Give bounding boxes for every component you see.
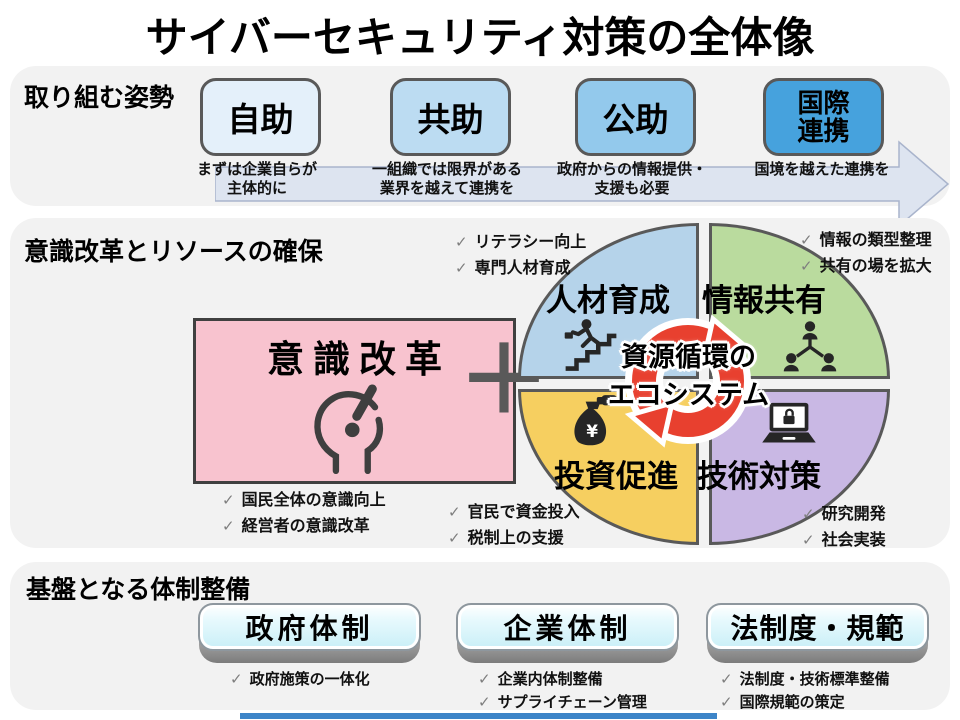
check-icon: ✓	[800, 232, 813, 249]
step-international-cooperation-label: 国際 連携	[797, 87, 850, 146]
ecosystem-diagram: 人材育成 情報共有 投資促進 技術対策 ¥ 資源循環の エコシステム	[518, 223, 890, 545]
step-public-help: 公助	[575, 78, 696, 156]
hr-check-2: 専門人材育成	[474, 260, 571, 277]
info-check-2: 共有の場を拡大	[819, 258, 932, 275]
check-icon: ✓	[222, 518, 235, 535]
check-icon: ✓	[230, 671, 243, 688]
check-icon: ✓	[720, 694, 733, 711]
step-mutual-help-label: 共助	[417, 101, 484, 138]
tech-check-1: 研究開発	[821, 506, 886, 523]
quadrant-hr-development-label: 人材育成	[546, 283, 670, 318]
awareness-reform-box: 意識改革	[193, 318, 516, 484]
legal-check-2: 国際規範の策定	[739, 694, 845, 711]
pillar-legal-label: 法制度・規範	[706, 603, 929, 651]
head-exclamation-icon	[313, 384, 383, 474]
check-icon: ✓	[455, 234, 468, 251]
people-network-icon	[783, 321, 837, 372]
check-icon: ✓	[222, 492, 235, 509]
invest-check-2: 税制上の支援	[467, 530, 564, 547]
step-self-help-label: 自助	[227, 101, 294, 138]
hr-development-checklist: ✓ リテラシー向上 ✓ 専門人材育成	[455, 228, 586, 278]
check-icon: ✓	[800, 258, 813, 275]
check-icon: ✓	[478, 671, 491, 688]
check-icon: ✓	[802, 506, 815, 523]
quadrant-investment-label: 投資促進	[554, 459, 678, 494]
info-check-1: 情報の類型整理	[819, 232, 932, 249]
step-public-help-label: 公助	[602, 101, 669, 138]
cycle-arrows-icon	[624, 314, 752, 448]
person-climbing-stairs-icon	[564, 319, 617, 371]
hr-check-1: リテラシー向上	[474, 234, 587, 251]
pillar-corporate: 企業体制	[456, 603, 679, 663]
svg-text:¥: ¥	[586, 421, 598, 441]
check-icon: ✓	[448, 530, 461, 547]
pillar-government-label: 政府体制	[198, 603, 421, 651]
process-arrow-icon	[215, 140, 950, 228]
corporate-checklist: ✓ 企業内体制整備 ✓ サプライチェーン管理	[478, 668, 647, 712]
step-mutual-help-caption: 一組織では限界がある 業界を越えて連携を	[371, 161, 522, 197]
tech-check-2: 社会実装	[821, 532, 886, 549]
ecosystem-center-label: 資源循環の エコシステム	[607, 342, 770, 410]
step-self-help-caption: まずは企業自らが 主体的に	[196, 161, 317, 197]
investment-checklist: ✓ 官民で資金投入 ✓ 税制上の支援	[448, 498, 580, 548]
section-approach-label: 取り組む姿勢	[24, 84, 175, 112]
step-mutual-help: 共助	[390, 78, 511, 156]
laptop-lock-icon	[762, 402, 816, 443]
legal-checklist: ✓ 法制度・技術標準整備 ✓ 国際規範の策定	[720, 668, 890, 712]
check-icon: ✓	[802, 532, 815, 549]
awareness-checklist: ✓ 国民全体の意識向上 ✓ 経営者の意識改革	[222, 486, 386, 536]
quadrant-tech-measures-label: 技術対策	[697, 459, 821, 494]
government-checklist: ✓ 政府施策の一体化	[230, 668, 370, 689]
check-icon: ✓	[720, 671, 733, 688]
step-public-help-caption: 政府からの情報提供・ 支援も必要	[556, 161, 707, 197]
pillar-corporate-label: 企業体制	[456, 603, 679, 651]
info-sharing-checklist: ✓ 情報の類型整理 ✓ 共有の場を拡大	[800, 226, 932, 276]
footer-accent-bar	[240, 713, 717, 719]
check-icon: ✓	[448, 504, 461, 521]
invest-check-1: 官民で資金投入	[467, 504, 580, 521]
awareness-check-1: 国民全体の意識向上	[241, 492, 386, 509]
section-foundation-label: 基盤となる体制整備	[26, 576, 251, 604]
legal-check-1: 法制度・技術標準整備	[739, 671, 890, 688]
check-icon: ✓	[478, 694, 491, 711]
step-international-cooperation-caption: 国境を越えた連携を	[754, 161, 890, 178]
step-international-cooperation: 国際 連携	[763, 78, 884, 156]
check-icon: ✓	[455, 260, 468, 277]
step-self-help: 自助	[200, 78, 321, 156]
corp-check-2: サプライチェーン管理	[497, 694, 647, 711]
pillar-legal: 法制度・規範	[706, 603, 929, 663]
tech-measures-checklist: ✓ 研究開発 ✓ 社会実装	[802, 500, 886, 550]
corp-check-1: 企業内体制整備	[497, 671, 603, 688]
money-bag-icon: ¥	[574, 395, 618, 446]
awareness-check-2: 経営者の意識改革	[241, 518, 370, 535]
gov-check-1: 政府施策の一体化	[249, 671, 370, 688]
awareness-reform-title: 意識改革	[267, 339, 451, 380]
section-resources-label: 意識改革とリソースの確保	[24, 238, 323, 266]
quadrant-info-sharing-label: 情報共有	[702, 283, 826, 318]
pillar-government: 政府体制	[198, 603, 421, 663]
page-title: サイバーセキュリティ対策の全体像	[145, 14, 815, 61]
